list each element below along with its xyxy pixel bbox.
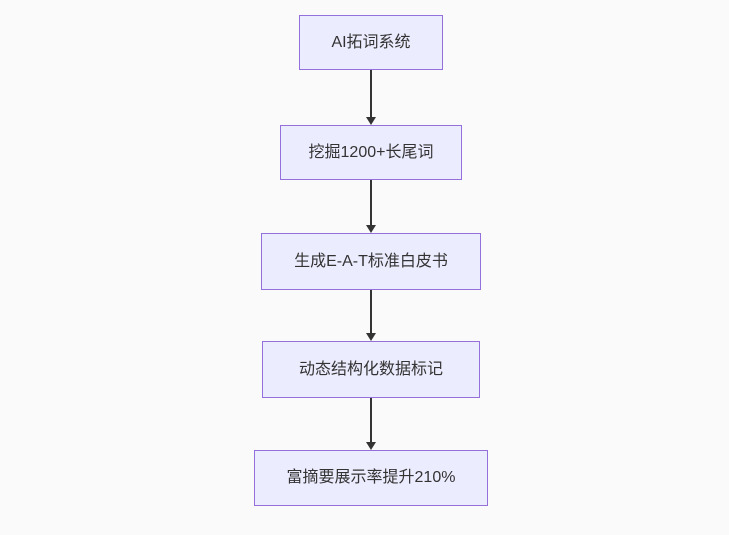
arrowhead-down-icon <box>366 442 376 450</box>
flowchart-node-structured-data-markup: 动态结构化数据标记 <box>262 341 480 398</box>
flowchart-node-longtail-mining: 挖掘1200+长尾词 <box>280 125 462 180</box>
arrow-connector <box>364 290 378 341</box>
flowchart-node-ai-keyword-system: AI拓词系统 <box>299 15 443 70</box>
arrowhead-down-icon <box>366 225 376 233</box>
arrowhead-down-icon <box>366 333 376 341</box>
arrow-shaft <box>370 180 372 225</box>
arrow-shaft <box>370 398 372 442</box>
arrow-connector <box>364 180 378 233</box>
arrowhead-down-icon <box>366 117 376 125</box>
arrow-shaft <box>370 290 372 333</box>
flowchart-node-eat-whitepaper: 生成E-A-T标准白皮书 <box>261 233 481 290</box>
arrow-connector <box>364 70 378 125</box>
arrow-shaft <box>370 70 372 117</box>
arrow-connector <box>364 398 378 450</box>
flowchart-node-rich-snippet-result: 富摘要展示率提升210% <box>254 450 488 506</box>
